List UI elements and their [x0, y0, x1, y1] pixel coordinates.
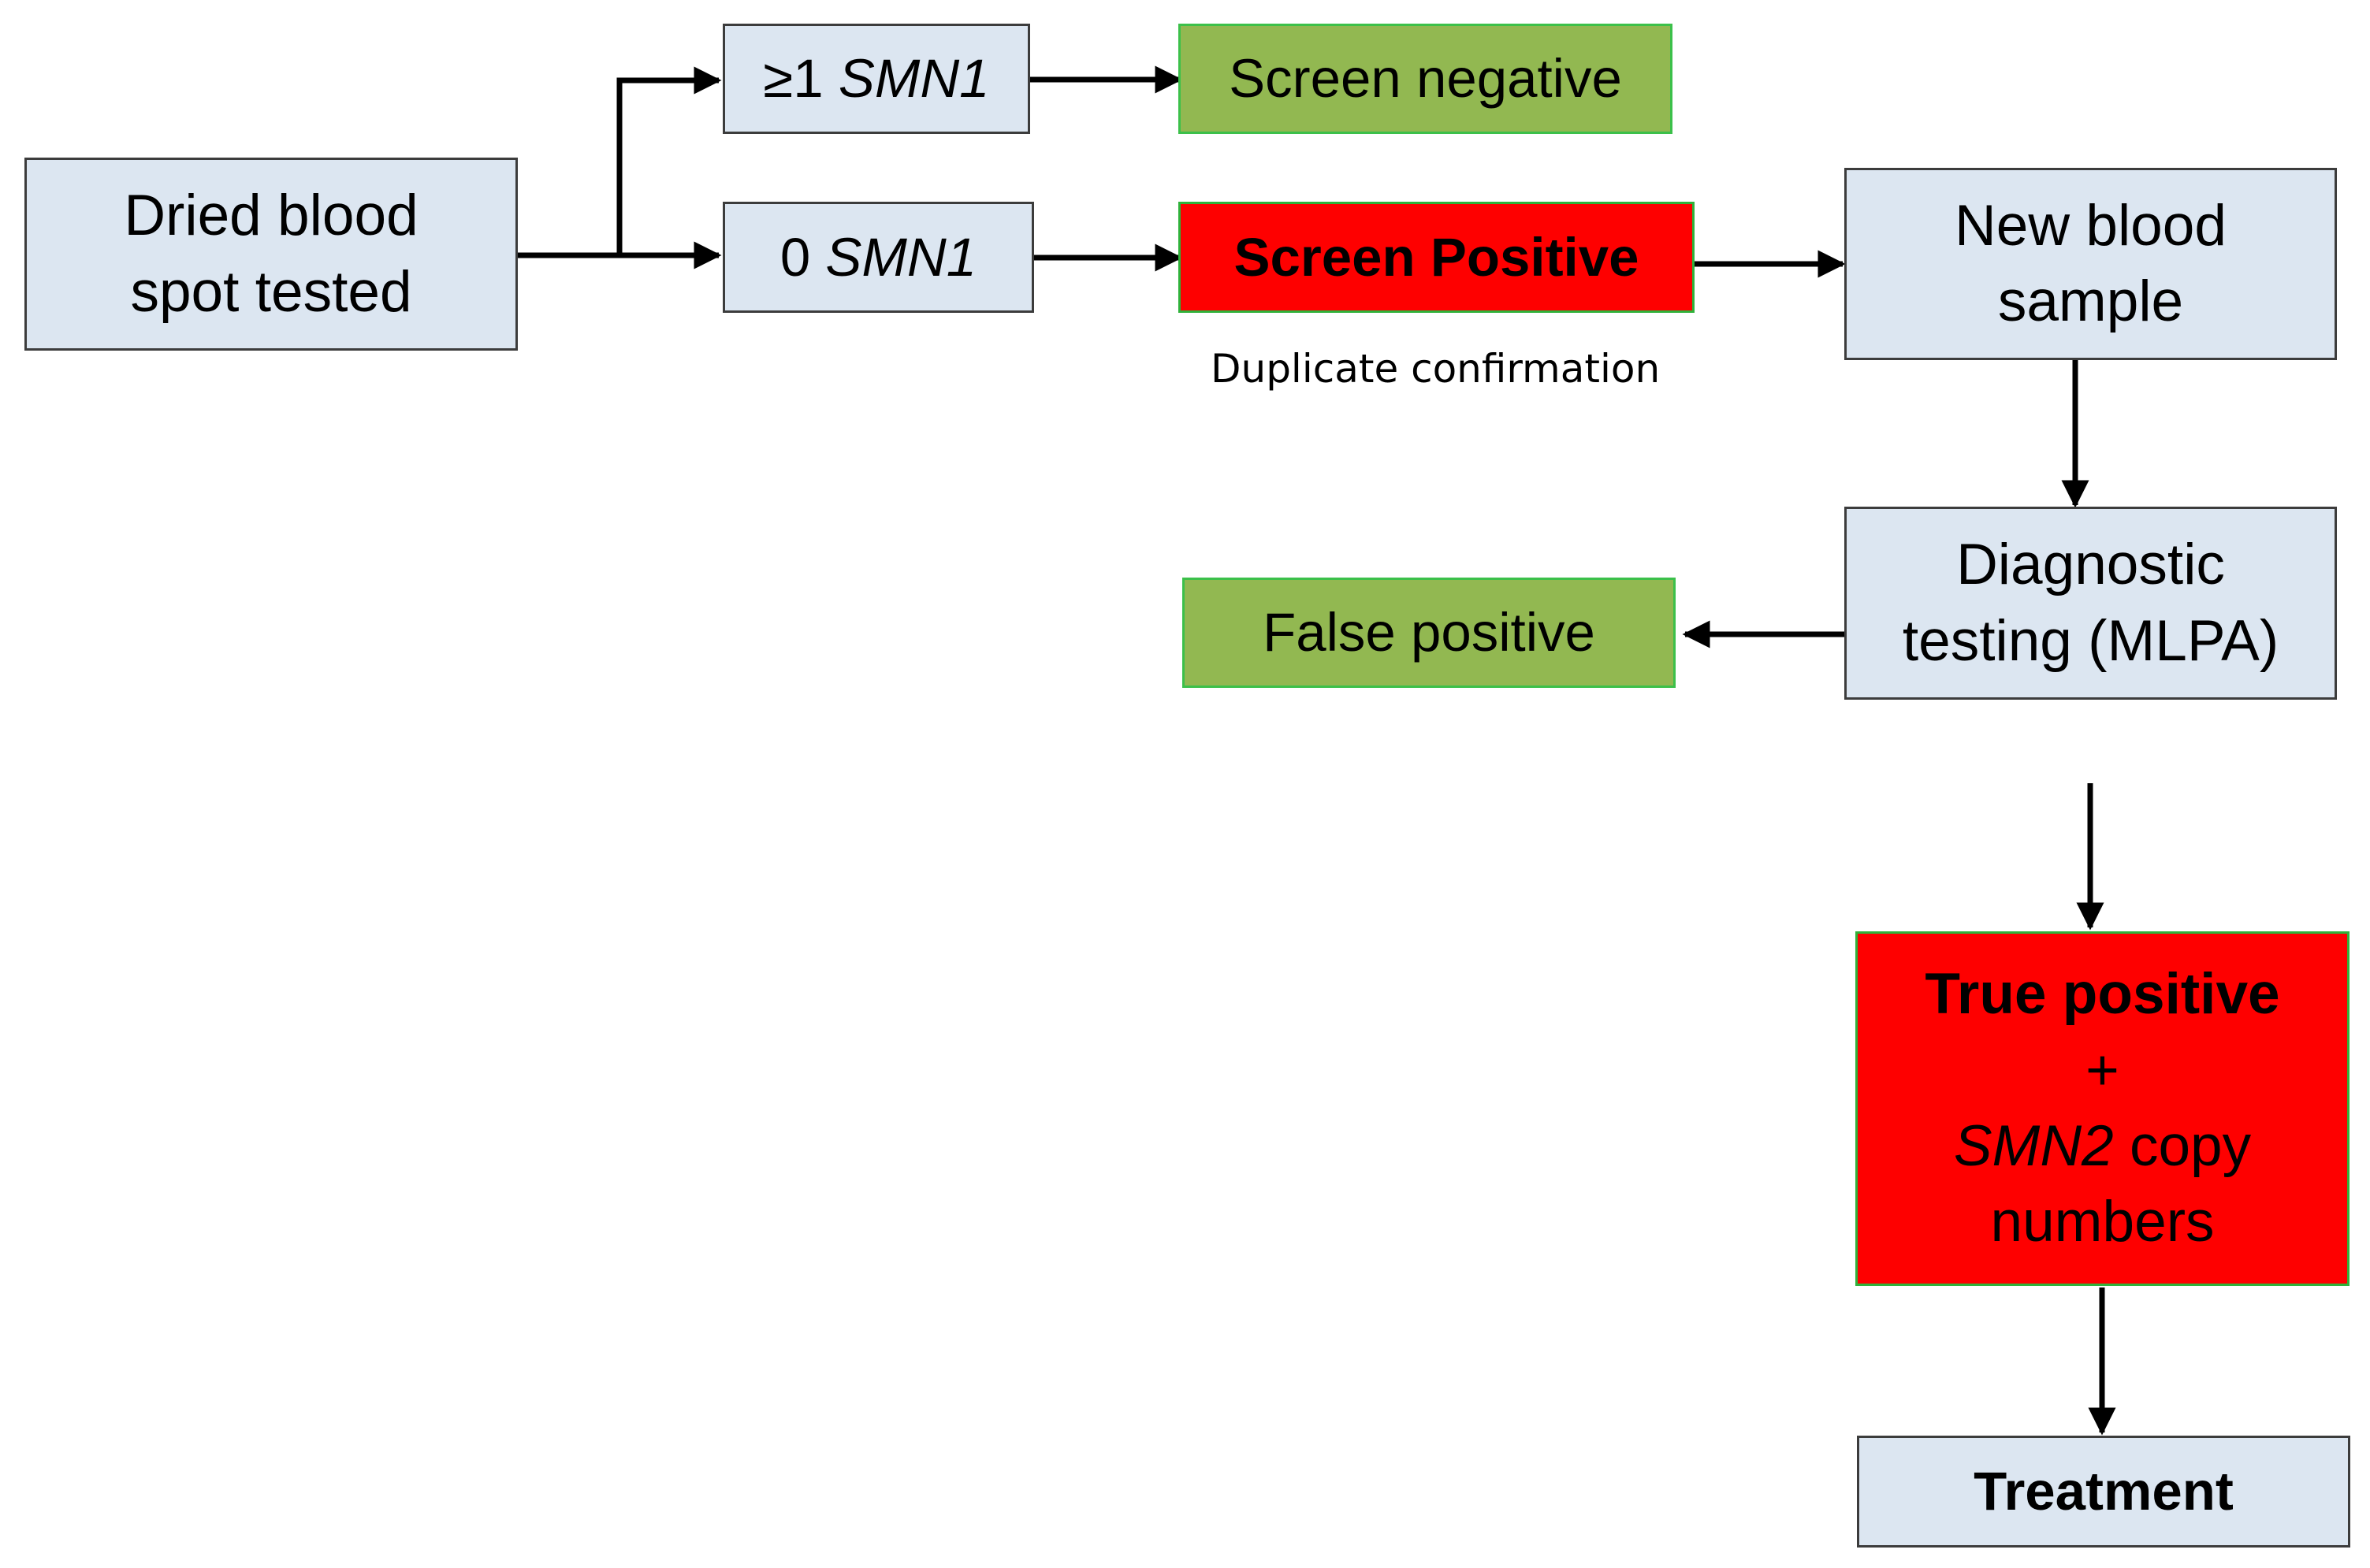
dried-blood-line-1: Dried blood: [124, 184, 419, 248]
smn1-zero-prefix: 0: [779, 226, 826, 288]
smn1-zero-gene: SMN1: [825, 226, 977, 288]
true-positive-line-1: True positive: [1925, 962, 2280, 1027]
false-positive-label: False positive: [1263, 602, 1595, 663]
smn1-one-or-more-prefix: ≥1: [763, 48, 839, 110]
diagnostic-testing-line-2: testing (MLPA): [1902, 608, 2279, 673]
smn1-one-or-more-label: ≥1 SMN1: [763, 43, 989, 114]
screen-negative-node: Screen negative: [1178, 24, 1672, 134]
treatment-node: Treatment: [1857, 1436, 2350, 1548]
smn1-one-or-more-node: ≥1 SMN1: [723, 24, 1030, 134]
dried-blood-spot-tested-node: Dried blood spot tested: [24, 158, 518, 351]
true-positive-node: True positive + SMN2 copy numbers: [1855, 931, 2350, 1286]
true-positive-gene: SMN2: [1953, 1114, 2114, 1178]
arrow-dried-blood-to-1-smn1: [616, 66, 722, 255]
screen-positive-label: Screen Positive: [1233, 226, 1639, 288]
duplicate-confirmation-caption: Duplicate confirmation: [1211, 346, 1661, 392]
true-positive-line-4: numbers: [1990, 1190, 2215, 1254]
screen-positive-node: Screen Positive: [1178, 202, 1695, 313]
dried-blood-line-2: spot tested: [130, 259, 412, 324]
treatment-label: Treatment: [1974, 1461, 2234, 1522]
new-blood-sample-node: New blood sample: [1844, 168, 2337, 360]
smn1-one-or-more-gene: SMN1: [838, 48, 990, 110]
screen-negative-label: Screen negative: [1229, 48, 1622, 110]
true-positive-line-3-suffix: copy: [2113, 1114, 2252, 1178]
diagnostic-testing-node: Diagnostic testing (MLPA): [1844, 507, 2337, 700]
false-positive-node: False positive: [1182, 578, 1676, 688]
new-blood-sample-line-2: sample: [1997, 269, 2184, 333]
smn1-zero-label: 0 SMN1: [780, 221, 977, 293]
new-blood-sample-line-1: New blood: [1955, 193, 2227, 258]
diagnostic-testing-line-1: Diagnostic: [1956, 533, 2225, 597]
true-positive-line-2: +: [2085, 1038, 2119, 1102]
true-positive-line-3: SMN2 copy: [1954, 1109, 2251, 1184]
smn1-zero-node: 0 SMN1: [723, 202, 1034, 313]
